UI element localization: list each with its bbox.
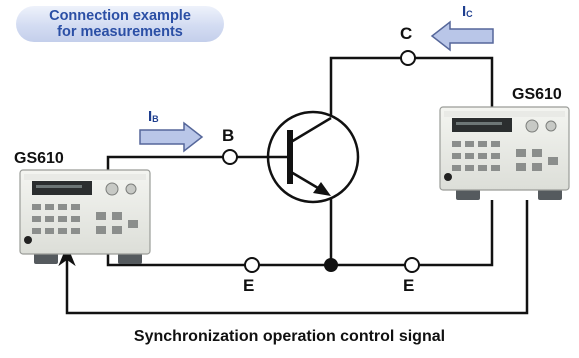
terminal-emitter-right — [404, 257, 420, 273]
collector-current-subscript: C — [466, 9, 473, 19]
emitter-left-node-label: E — [243, 276, 255, 295]
emitter-right-node-label: E — [403, 276, 415, 295]
base-node-label: B — [222, 126, 235, 145]
collector-current-arrow-icon — [430, 20, 494, 52]
terminal-emitter-left — [244, 257, 260, 273]
connection-example-badge: Connection example for measurements — [16, 6, 224, 42]
base-current-subscript: B — [152, 114, 159, 124]
right-device-label: GS610 — [512, 86, 562, 103]
sync-signal-line — [65, 200, 529, 315]
left-device-label: GS610 — [14, 150, 64, 167]
collector-node-label: C — [400, 24, 413, 43]
npn-transistor-symbol — [266, 110, 360, 204]
terminal-base — [222, 149, 238, 165]
sync-signal-arrowhead — [58, 245, 76, 267]
wire-ground-right — [331, 200, 494, 267]
gs610-right-device-image — [439, 106, 570, 200]
terminal-collector — [400, 50, 416, 66]
collector-current-label: IC — [462, 3, 473, 20]
wire-collector-right — [408, 56, 494, 108]
junction-dot — [324, 258, 338, 272]
badge-line-1: Connection example — [49, 8, 191, 24]
gs610-left-device-image — [19, 169, 151, 264]
wire-collector — [329, 56, 408, 118]
base-current-symbol: I — [148, 108, 153, 125]
badge-line-2: for measurements — [57, 24, 183, 40]
base-current-label: IB — [148, 108, 159, 125]
base-current-arrow-icon — [139, 121, 204, 153]
collector-current-symbol: I — [462, 3, 467, 20]
sync-signal-caption: Synchronization operation control signal — [133, 328, 446, 345]
